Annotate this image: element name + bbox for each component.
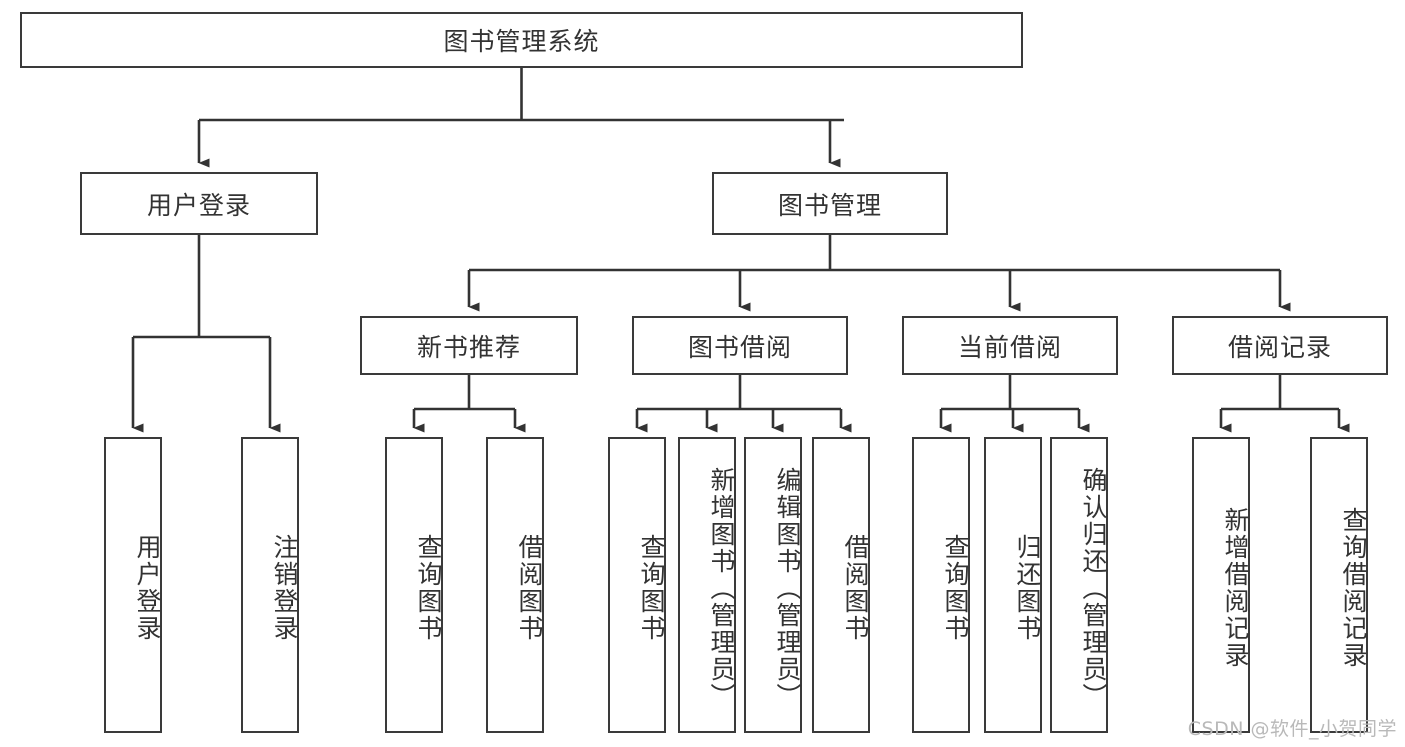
node-leaf-query-record-label: 查询借阅记录 — [1339, 507, 1368, 669]
node-leaf-logout-label: 注销登录 — [270, 534, 299, 642]
node-current-borrow-label: 当前借阅 — [957, 332, 1062, 362]
node-leaf-return-book-label: 归还图书 — [1013, 534, 1042, 642]
node-book-manage[interactable]: 图书管理 — [712, 172, 948, 235]
node-leaf-add-book-label: 新增图书（管理员） — [707, 466, 736, 710]
node-borrow-record[interactable]: 借阅记录 — [1172, 316, 1388, 375]
node-leaf-query-book-3-label: 查询图书 — [941, 534, 970, 642]
node-book-manage-label: 图书管理 — [777, 190, 882, 220]
csdn-watermark: CSDN @软件_小贺同学 — [1187, 718, 1397, 740]
node-leaf-query-book-2[interactable]: 查询图书 — [608, 437, 666, 733]
node-leaf-return-book[interactable]: 归还图书 — [984, 437, 1042, 733]
node-leaf-edit-book[interactable]: 编辑图书（管理员） — [744, 437, 802, 733]
node-leaf-borrow-book-2-label: 借阅图书 — [841, 534, 870, 642]
node-leaf-confirm-return-label: 确认归还（管理员） — [1079, 466, 1108, 710]
node-leaf-query-book-1-label: 查询图书 — [414, 534, 443, 642]
node-leaf-query-record[interactable]: 查询借阅记录 — [1310, 437, 1368, 733]
node-root-label: 图书管理系统 — [443, 27, 600, 56]
node-leaf-user-login[interactable]: 用户登录 — [104, 437, 162, 733]
node-leaf-query-book-1[interactable]: 查询图书 — [385, 437, 443, 733]
node-leaf-borrow-book-2[interactable]: 借阅图书 — [812, 437, 870, 733]
node-leaf-query-book-3[interactable]: 查询图书 — [912, 437, 970, 733]
node-leaf-borrow-book-1[interactable]: 借阅图书 — [486, 437, 544, 733]
node-leaf-user-login-label: 用户登录 — [133, 534, 162, 642]
node-leaf-logout[interactable]: 注销登录 — [241, 437, 299, 733]
node-book-borrow-label: 图书借阅 — [687, 332, 792, 362]
node-new-book-recommend[interactable]: 新书推荐 — [360, 316, 578, 375]
node-root[interactable]: 图书管理系统 — [20, 12, 1023, 68]
node-leaf-edit-book-label: 编辑图书（管理员） — [773, 466, 802, 710]
node-new-book-recommend-label: 新书推荐 — [416, 332, 521, 362]
node-leaf-add-book[interactable]: 新增图书（管理员） — [678, 437, 736, 733]
node-leaf-add-record-label: 新增借阅记录 — [1221, 507, 1250, 669]
node-user-login-label: 用户登录 — [146, 190, 251, 220]
node-leaf-add-record[interactable]: 新增借阅记录 — [1192, 437, 1250, 733]
node-leaf-borrow-book-1-label: 借阅图书 — [515, 534, 544, 642]
node-book-borrow[interactable]: 图书借阅 — [632, 316, 848, 375]
node-leaf-confirm-return[interactable]: 确认归还（管理员） — [1050, 437, 1108, 733]
node-leaf-query-book-2-label: 查询图书 — [637, 534, 666, 642]
node-user-login[interactable]: 用户登录 — [80, 172, 318, 235]
node-current-borrow[interactable]: 当前借阅 — [902, 316, 1118, 375]
node-borrow-record-label: 借阅记录 — [1227, 332, 1332, 362]
